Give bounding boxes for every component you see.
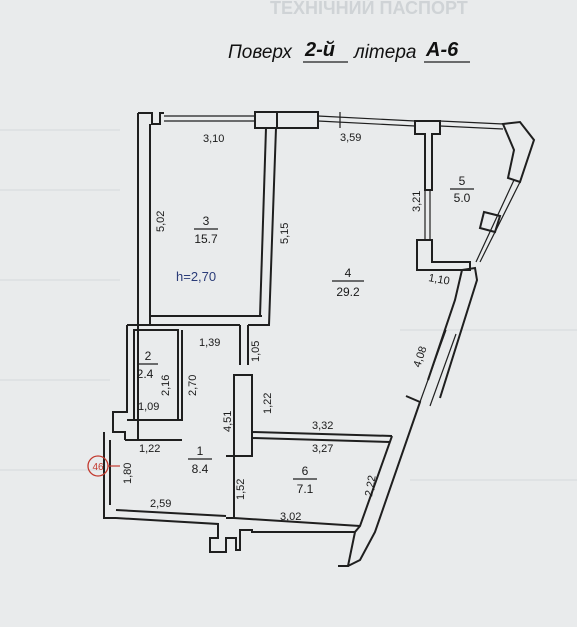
- dim-label: 1,05: [250, 341, 262, 362]
- floor-value: 2-й: [304, 39, 335, 61]
- dim-label: 2,70: [187, 375, 199, 396]
- room-area: 29.2: [336, 285, 360, 299]
- room-2: 2 2.4: [137, 349, 158, 381]
- room-labels: 3 15.7 4 29.2 5 5.0 2 2.4 1 8.4 6 7.1: [137, 174, 474, 496]
- dim-label: 3,21: [411, 191, 423, 212]
- room-4: 4 29.2: [332, 266, 364, 299]
- dim-label: 3,32: [312, 420, 333, 432]
- dim-label: 5,15: [279, 223, 291, 244]
- room-5: 5 5.0: [450, 174, 474, 205]
- wall-room6-top-inner: [251, 437, 391, 443]
- wall-hall-pier: [233, 374, 253, 457]
- wall-bottom-room6: [233, 517, 361, 527]
- room-number: 6: [302, 464, 309, 478]
- floor-word: Поверх: [228, 42, 293, 63]
- dim-label: 1,39: [199, 337, 220, 349]
- wall-bottom-outer: [115, 517, 355, 553]
- dim-label: 2,16: [160, 375, 172, 396]
- dim-label: 1,80: [122, 463, 134, 484]
- room-area: 15.7: [194, 232, 218, 246]
- dim-label: 2,59: [150, 498, 171, 510]
- wall-far-left: [103, 432, 116, 519]
- dim-label: 3,27: [312, 443, 333, 455]
- background-heading: ТЕХНІЧНИЙ ПАСПОРТ: [270, 0, 468, 18]
- wall-bottom-hall: [115, 509, 227, 517]
- room-number: 5: [459, 174, 466, 188]
- room-area: 7.1: [297, 482, 314, 496]
- wall-top-segment: [277, 111, 319, 129]
- wall-pier: [254, 111, 278, 129]
- room-3: 3 15.7: [194, 214, 218, 246]
- dim-label: 5,02: [155, 211, 167, 232]
- position-marker: 46: [87, 455, 120, 477]
- dim-label: 1,09: [138, 401, 159, 413]
- window-room5-right: [475, 179, 515, 263]
- dim-label: 1,10: [427, 272, 450, 288]
- dim-label: 1,52: [235, 479, 247, 500]
- wall-room2-right: [127, 330, 183, 421]
- wall-left-step: [112, 325, 128, 440]
- room-number: 2: [145, 349, 152, 363]
- plan-title: Поверх 2-й літера А-6: [228, 39, 470, 63]
- room-area: 5.0: [454, 191, 471, 205]
- wall-room6-top: [251, 431, 393, 437]
- window-room5-top: [439, 125, 504, 130]
- dim-label: 3,02: [280, 511, 301, 523]
- marker-number: 46: [92, 462, 104, 473]
- room-6: 6 7.1: [293, 464, 317, 496]
- wall-room5-bottom: [416, 239, 471, 271]
- dim-label: 1,22: [139, 443, 160, 455]
- ceiling-height-label: h=2,70: [176, 269, 216, 284]
- room-area: 2.4: [137, 367, 154, 381]
- window-diagonal: [429, 333, 457, 407]
- dim-label: 3,10: [203, 133, 224, 145]
- wall-right-lower-diagonal: [338, 435, 393, 567]
- window-room5-top: [439, 120, 504, 125]
- wall-right-outer-diagonal: [347, 395, 422, 567]
- dim-label: 2,22: [363, 474, 379, 497]
- wall-room4-right: [427, 266, 479, 399]
- wall-hall-right-lower: [226, 455, 235, 519]
- letter-word: літера: [353, 42, 416, 63]
- wall-room3-right: [259, 127, 267, 317]
- dim-label: 1,22: [262, 393, 274, 414]
- dimension-labels: 3,10 3,59 5,02 5,15 3,21 1,10 4,08 1,39 …: [122, 132, 451, 523]
- room-number: 4: [345, 266, 352, 280]
- letter-value: А-6: [425, 39, 459, 61]
- dim-label: 3,59: [340, 132, 361, 144]
- window-room5-right: [479, 181, 521, 263]
- walls: [103, 111, 536, 567]
- room-number: 1: [197, 444, 204, 458]
- room-1: 1 8.4: [188, 444, 212, 476]
- wall-top-left: [138, 112, 164, 125]
- wall-room5-top-pier: [414, 120, 441, 191]
- room-area: 8.4: [192, 462, 209, 476]
- window-top-room4: [317, 115, 416, 122]
- wall-room3-right-inner: [248, 127, 277, 326]
- wall-room5-corner: [501, 120, 536, 184]
- dim-label: 4,08: [411, 345, 429, 369]
- dim-label: 4,51: [222, 411, 234, 432]
- room-number: 3: [203, 214, 210, 228]
- window-top-room4: [317, 120, 416, 127]
- background-print: ТЕХНІЧНИЙ ПАСПОРТ: [0, 0, 577, 481]
